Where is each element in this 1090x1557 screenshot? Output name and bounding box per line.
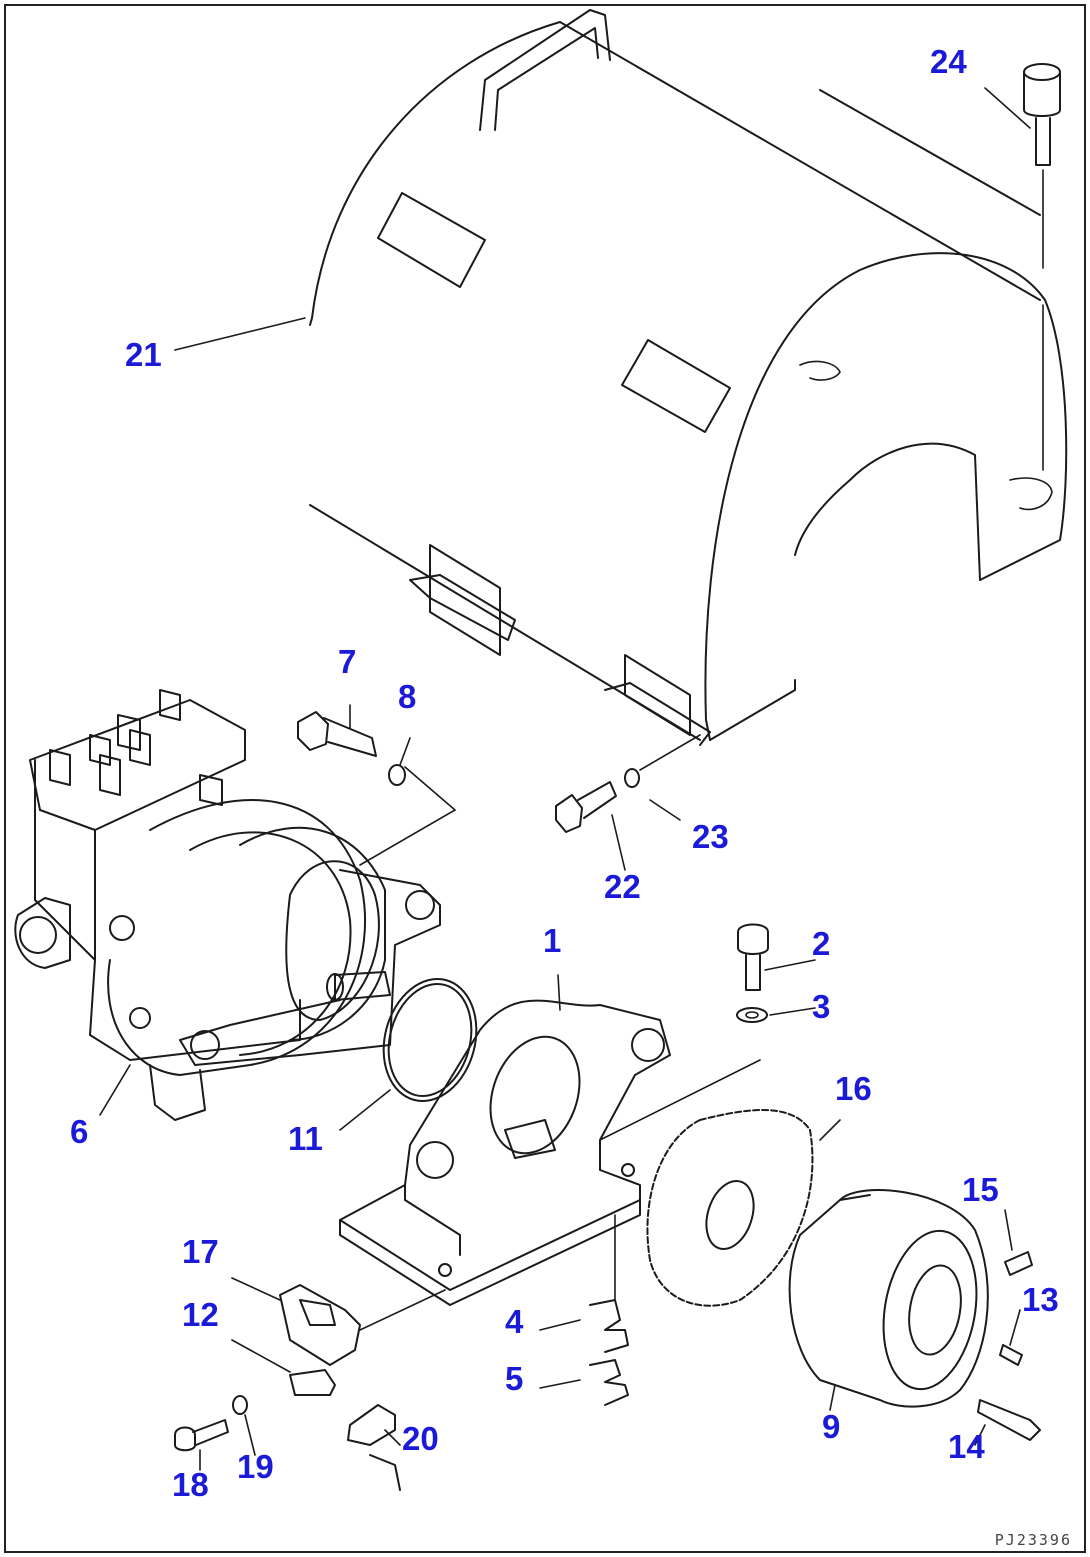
shim-part-4 [589, 1299, 629, 1353]
screw-part-15 [1004, 1251, 1033, 1276]
part-label-12: 12 [182, 1296, 219, 1333]
bolt-part-14 [977, 1399, 1041, 1441]
part-label-8: 8 [398, 678, 417, 715]
bolt-part-18 [174, 1419, 229, 1452]
pin-part-24 [1023, 63, 1061, 471]
sprocket-part-16 [646, 1109, 814, 1307]
drawing-code: PJ23396 [994, 1531, 1072, 1549]
part-label-23: 23 [692, 818, 729, 855]
washer-part-19 [232, 1395, 248, 1415]
part-label-3: 3 [812, 988, 831, 1025]
part-label-21: 21 [125, 336, 162, 373]
washer-part-8 [359, 764, 457, 866]
part-label-14: 14 [948, 1428, 985, 1465]
drum-part-9 [788, 1189, 989, 1408]
part-label-18: 18 [172, 1466, 209, 1503]
bolt-part-22 [555, 781, 617, 833]
washer-part-3 [736, 1007, 768, 1023]
part-label-11: 11 [288, 1120, 323, 1157]
part-label-5: 5 [505, 1360, 524, 1397]
part-label-24: 24 [930, 43, 967, 80]
stopper-part-17 [279, 1284, 361, 1366]
washer-part-23 [624, 734, 701, 788]
part-label-2: 2 [812, 925, 831, 962]
part-label-13: 13 [1022, 1281, 1059, 1318]
part-label-7: 7 [338, 643, 357, 680]
part-label-6: 6 [70, 1113, 89, 1150]
fitting-part-20 [347, 1404, 401, 1491]
part-label-9: 9 [822, 1408, 841, 1445]
bolt-part-7 [297, 711, 377, 757]
part-label-19: 19 [237, 1448, 274, 1485]
pin-part-13 [999, 1344, 1023, 1366]
part-label-15: 15 [962, 1171, 999, 1208]
part-label-1: 1 [543, 922, 562, 959]
cover-guard [309, 9, 1068, 746]
plate-part-12 [289, 1369, 336, 1396]
part-label-22: 22 [604, 868, 641, 905]
part-label-17: 17 [182, 1233, 219, 1270]
bracket-part-1 [339, 999, 671, 1306]
part-label-20: 20 [402, 1420, 439, 1457]
part-label-16: 16 [835, 1070, 872, 1107]
part-label-4: 4 [505, 1303, 524, 1340]
hydraulic-motor [14, 689, 441, 1121]
bolt-part-2 [737, 923, 769, 991]
leader-lines [99, 87, 1031, 1471]
shim-part-5 [589, 1359, 629, 1406]
diagram-frame [4, 4, 1086, 1553]
